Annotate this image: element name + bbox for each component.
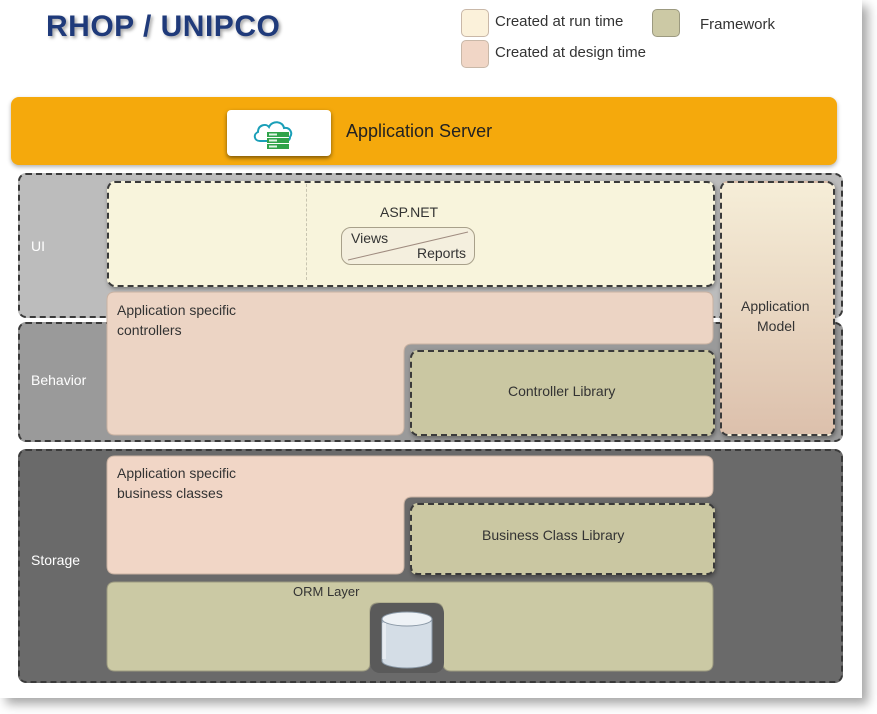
storage-band-label: Storage bbox=[31, 552, 81, 568]
behavior-band-label: Behavior bbox=[31, 372, 87, 388]
aspnet-label: ASP.NET bbox=[380, 204, 439, 220]
business-class-library-box bbox=[410, 503, 715, 575]
database-icon bbox=[381, 611, 433, 669]
legend-label-framework: Framework bbox=[700, 16, 776, 33]
page-title: RHOP / UNIPCO bbox=[46, 10, 281, 43]
views-reports-box bbox=[341, 227, 475, 265]
ui-band-label: UI bbox=[31, 238, 45, 254]
database-icon-box bbox=[370, 603, 444, 673]
cloud-server-icon bbox=[253, 121, 293, 149]
controllers-label-line2: controllers bbox=[117, 322, 182, 338]
controllers-label-line1: Application specific bbox=[117, 302, 237, 318]
legend-label-runtime: Created at run time bbox=[495, 13, 624, 30]
business-classes-label-line1: Application specific bbox=[117, 465, 237, 481]
application-server-bar bbox=[11, 97, 837, 165]
controller-library-label: Controller Library bbox=[508, 383, 616, 399]
legend-swatch-runtime bbox=[461, 9, 489, 37]
legend-label-design: Created at design time bbox=[495, 44, 646, 61]
controller-library-box bbox=[410, 350, 715, 436]
views-reports-separator bbox=[347, 231, 469, 261]
application-model-line1: Application bbox=[741, 298, 810, 314]
orm-layer-label: ORM Layer bbox=[293, 584, 360, 599]
business-classes-label-line2: business classes bbox=[117, 485, 223, 501]
server-icon-box bbox=[227, 110, 331, 156]
legend-swatch-design bbox=[461, 40, 489, 68]
aspnet-divider bbox=[306, 184, 308, 280]
business-class-library-label: Business Class Library bbox=[482, 527, 625, 543]
reports-label: Reports bbox=[417, 245, 467, 261]
views-label: Views bbox=[351, 230, 389, 246]
application-model-box bbox=[720, 181, 835, 436]
application-server-label: Application Server bbox=[346, 121, 493, 141]
legend-swatch-framework bbox=[652, 9, 680, 37]
application-model-line2: Model bbox=[757, 318, 796, 334]
